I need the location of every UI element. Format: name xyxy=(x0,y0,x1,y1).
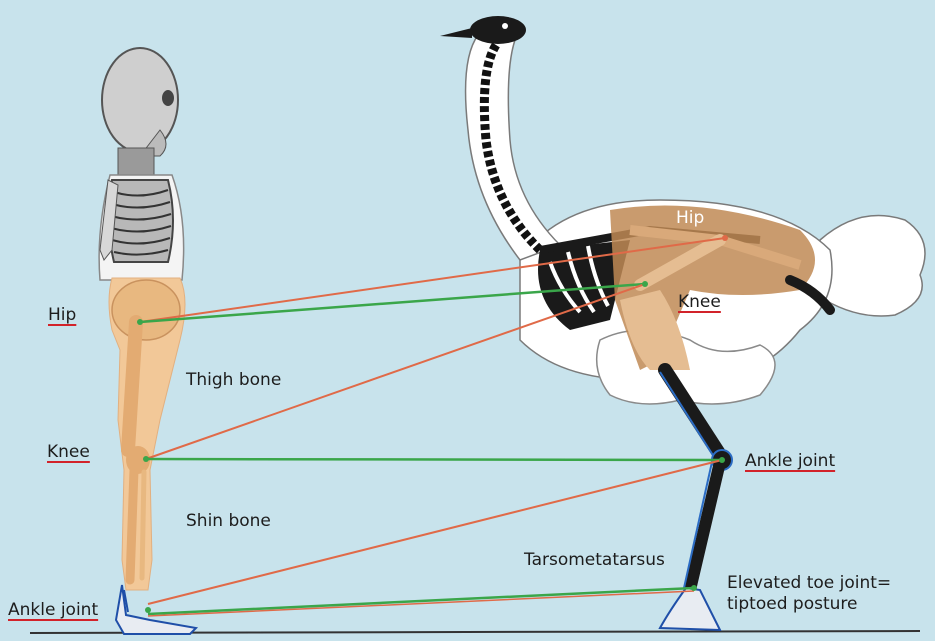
human-eye-socket xyxy=(162,90,174,106)
ostrich-foot xyxy=(660,588,720,630)
human-ankle-point xyxy=(145,607,151,613)
label-shin-bone: Shin bone xyxy=(186,511,271,531)
human-femur xyxy=(128,322,136,450)
label-thigh-bone: Thigh bone xyxy=(186,370,281,390)
ankle-line-green xyxy=(148,588,694,614)
ostrich-hip-point xyxy=(722,235,728,241)
label-toe-joint-line1: Elevated toe joint= xyxy=(727,573,891,594)
ostrich-ankle-point xyxy=(719,457,725,463)
label-toe-joint-line2: tiptoed posture xyxy=(727,594,891,615)
knee-line-green xyxy=(146,459,722,460)
human-neck xyxy=(118,148,154,178)
ostrich-head xyxy=(470,16,526,44)
ostrich-beak xyxy=(440,28,472,38)
human-pelvis xyxy=(112,280,180,340)
ostrich-toe-point xyxy=(691,585,697,591)
ostrich-tail xyxy=(820,216,925,317)
label-human-ankle: Ankle joint xyxy=(8,600,98,620)
human-fibula xyxy=(142,472,144,578)
label-toe-joint: Elevated toe joint= tiptoed posture xyxy=(727,573,891,615)
label-ostrich-hip: Hip xyxy=(676,208,704,228)
label-human-knee: Knee xyxy=(47,442,90,462)
ankle-line-red xyxy=(148,460,722,604)
ostrich-tarsometatarsus xyxy=(690,462,720,590)
ostrich-neck xyxy=(466,35,560,260)
toe-line-red xyxy=(148,591,694,616)
ostrich-knee-point xyxy=(642,281,648,287)
human-skeleton xyxy=(99,48,196,634)
label-ostrich-ankle: Ankle joint xyxy=(745,451,835,471)
label-human-hip: Hip xyxy=(48,305,76,325)
label-ostrich-knee: Knee xyxy=(678,292,721,312)
ostrich-eye xyxy=(502,23,508,29)
human-hip-point xyxy=(137,319,143,325)
ostrich-skeleton xyxy=(440,16,925,630)
human-knee-point xyxy=(143,456,149,462)
human-tibia xyxy=(130,470,134,580)
label-tarsometatarsus: Tarsometatarsus xyxy=(524,550,665,570)
